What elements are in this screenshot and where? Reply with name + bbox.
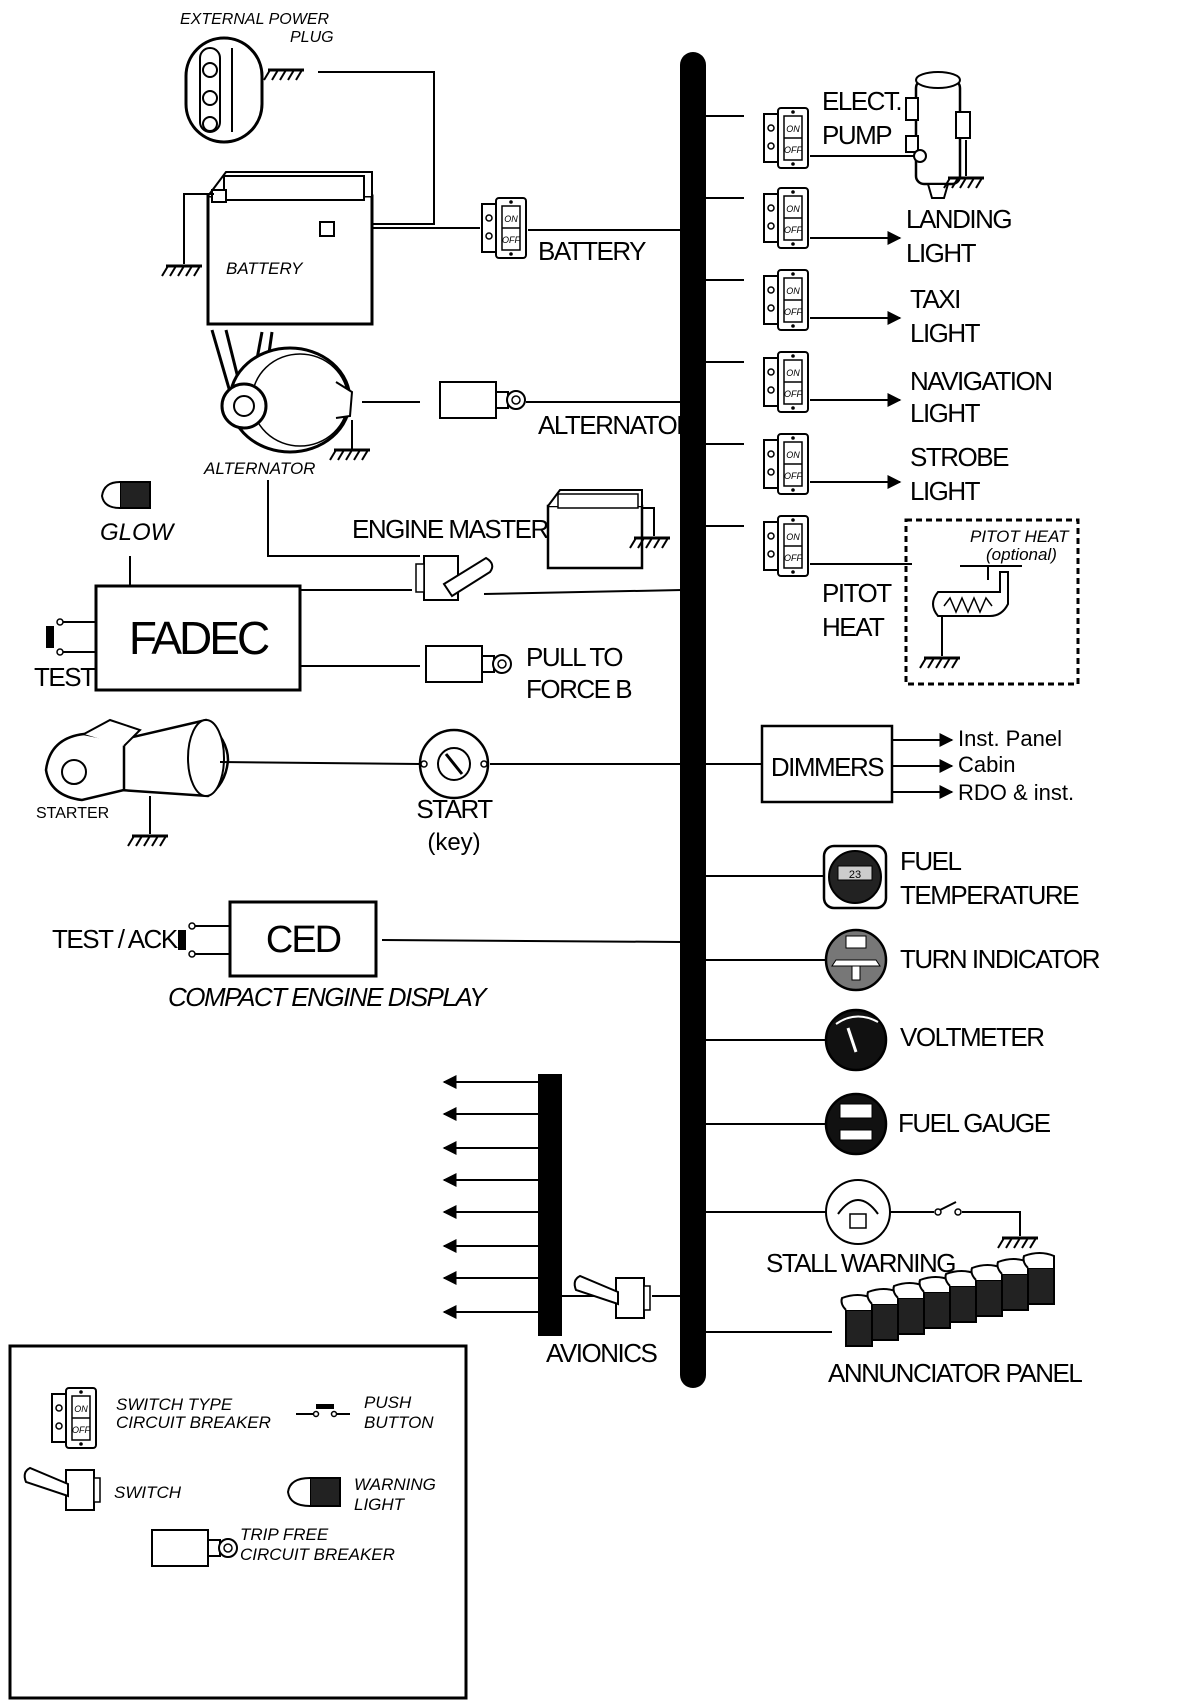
dimmers-box bbox=[760, 724, 894, 804]
engine-master-label: ENGINE MASTER bbox=[352, 514, 548, 544]
start-key-label-1: START bbox=[416, 794, 493, 824]
ced-full-label: COMPACT ENGINE DISPLAY bbox=[168, 982, 488, 1012]
legend-trip-label-1: TRIP FREE bbox=[240, 1525, 329, 1544]
fadec-test-push-button[interactable] bbox=[46, 618, 96, 656]
fadec-box bbox=[94, 584, 302, 692]
avionics-bus-bar bbox=[538, 1074, 562, 1336]
turn-indicator-label: TURN INDICATOR bbox=[900, 944, 1100, 974]
pull-force-label-2: FORCE B bbox=[526, 674, 631, 704]
starter-motor bbox=[44, 718, 230, 802]
navigation-light-breaker[interactable] bbox=[763, 351, 809, 413]
strobe-light-label-1: STROBE bbox=[910, 442, 1009, 472]
glow-label: GLOW bbox=[100, 519, 176, 546]
fuel-temperature-label-2: TEMPERATURE bbox=[900, 880, 1079, 910]
battery-switch-label: BATTERY bbox=[538, 236, 646, 266]
legend-push-label-1: PUSH bbox=[364, 1393, 412, 1412]
wire-starter-key bbox=[219, 761, 421, 765]
external-power-plug bbox=[184, 36, 306, 144]
dimmers-label: DIMMERS bbox=[771, 752, 884, 782]
stall-warning-vane-switch bbox=[890, 1201, 1021, 1236]
fadec-label: FADEC bbox=[129, 612, 269, 664]
pitot-box-label-1: PITOT HEAT bbox=[970, 527, 1070, 546]
alternator-breaker-label: ALTERNATOR bbox=[538, 410, 694, 440]
dimmer-output-3: RDO & inst. bbox=[958, 780, 1074, 805]
electric-fuel-pump bbox=[905, 71, 971, 199]
alternator bbox=[210, 329, 354, 454]
start-key-switch[interactable] bbox=[418, 728, 490, 800]
dimmer-output-2: Cabin bbox=[958, 752, 1015, 777]
legend-push-button-icon bbox=[296, 1404, 350, 1418]
navigation-light-label-1: NAVIGATION bbox=[910, 366, 1052, 396]
legend-warning-light-icon bbox=[286, 1477, 341, 1507]
pitot-heat-label-1: PITOT bbox=[822, 578, 892, 608]
fuel-gauge-label: FUEL GAUGE bbox=[898, 1108, 1051, 1138]
elect-pump-breaker[interactable] bbox=[763, 107, 809, 169]
wire-fadec-bus bbox=[483, 589, 683, 595]
pitot-box-label-2: (optional) bbox=[986, 545, 1057, 564]
ced-test-ack-push-button[interactable] bbox=[178, 922, 230, 958]
pull-force-label-1: PULL TO bbox=[526, 642, 622, 672]
voltmeter-gauge bbox=[824, 1008, 888, 1072]
alternator-device-label: ALTERNATOR bbox=[203, 459, 315, 478]
taxi-light-breaker[interactable] bbox=[763, 269, 809, 331]
legend-trip-label-2: CIRCUIT BREAKER bbox=[240, 1545, 395, 1564]
external-power-label-1: EXTERNAL POWER bbox=[180, 11, 330, 28]
legend-push-label-2: BUTTON bbox=[364, 1413, 434, 1432]
pitot-heat-label-2: HEAT bbox=[822, 612, 885, 642]
stall-warning-horn bbox=[825, 1179, 891, 1245]
legend-switch-label: SWITCH bbox=[114, 1483, 182, 1502]
fuel-temperature-gauge: 23 bbox=[822, 844, 888, 910]
landing-light-label-2: LIGHT bbox=[906, 238, 977, 268]
main-bus-bar bbox=[680, 52, 706, 1388]
annunciator-panel-label: ANNUNCIATOR PANEL bbox=[828, 1358, 1082, 1388]
wire-ext-power bbox=[318, 71, 435, 225]
pitot-heat-optional-box bbox=[904, 518, 1080, 686]
avionics-outputs bbox=[442, 1075, 538, 1319]
fadec-test-label: TEST bbox=[34, 662, 96, 692]
starter-label: STARTER bbox=[36, 805, 109, 822]
dimmer-output-1: Inst. Panel bbox=[958, 726, 1062, 751]
pitot-tube bbox=[932, 565, 1022, 656]
avionics-label: AVIONICS bbox=[546, 1338, 657, 1368]
start-key-label-2: (key) bbox=[427, 829, 480, 856]
battery-switch-breaker[interactable] bbox=[481, 197, 527, 259]
strobe-light-breaker[interactable] bbox=[763, 433, 809, 495]
ced-test-ack-label: TEST / ACK bbox=[52, 924, 179, 954]
wire-battery-ground bbox=[183, 193, 214, 264]
glow-warning-light bbox=[100, 481, 151, 509]
legend-cb-label-2: CIRCUIT BREAKER bbox=[116, 1413, 271, 1432]
ced-box bbox=[228, 900, 378, 978]
landing-light-label-1: LANDING bbox=[906, 204, 1011, 234]
legend-switch-circuit-breaker-icon bbox=[51, 1387, 97, 1449]
legend-warn-label-2: LIGHT bbox=[354, 1495, 406, 1514]
ced-label: CED bbox=[266, 919, 341, 961]
fuel-gauge bbox=[824, 1092, 888, 1156]
stall-warning-label: STALL WARNING bbox=[766, 1248, 955, 1278]
wire-ced-bus bbox=[381, 939, 683, 943]
fuel-temperature-label-1: FUEL bbox=[900, 846, 962, 876]
taxi-light-label-2: LIGHT bbox=[910, 318, 981, 348]
fuel-temperature-readout: 23 bbox=[849, 869, 861, 881]
wire-alt-engine-master bbox=[267, 480, 420, 557]
landing-light-breaker[interactable] bbox=[763, 187, 809, 249]
battery-device-label: BATTERY bbox=[226, 259, 304, 278]
elect-pump-label-1: ELECT. bbox=[822, 86, 901, 116]
alternator-breaker[interactable] bbox=[439, 381, 526, 419]
battery bbox=[206, 171, 374, 326]
voltmeter-label: VOLTMETER bbox=[900, 1022, 1044, 1052]
strobe-light-label-2: LIGHT bbox=[910, 476, 981, 506]
pitot-heat-breaker[interactable] bbox=[763, 515, 809, 577]
elect-pump-label-2: PUMP bbox=[822, 120, 891, 150]
wire-em-battery-ground bbox=[642, 507, 655, 536]
taxi-light-label-1: TAXI bbox=[910, 284, 960, 314]
engine-master-switch[interactable] bbox=[415, 555, 494, 601]
legend-warn-label-1: WARNING bbox=[354, 1475, 436, 1494]
turn-indicator-gauge bbox=[824, 928, 888, 992]
engine-master-battery bbox=[546, 489, 644, 570]
legend-cb-label-1: SWITCH TYPE bbox=[116, 1395, 233, 1414]
navigation-light-label-2: LIGHT bbox=[910, 398, 981, 428]
external-power-label-2: PLUG bbox=[290, 29, 334, 46]
pull-to-force-b-breaker[interactable] bbox=[425, 645, 512, 683]
